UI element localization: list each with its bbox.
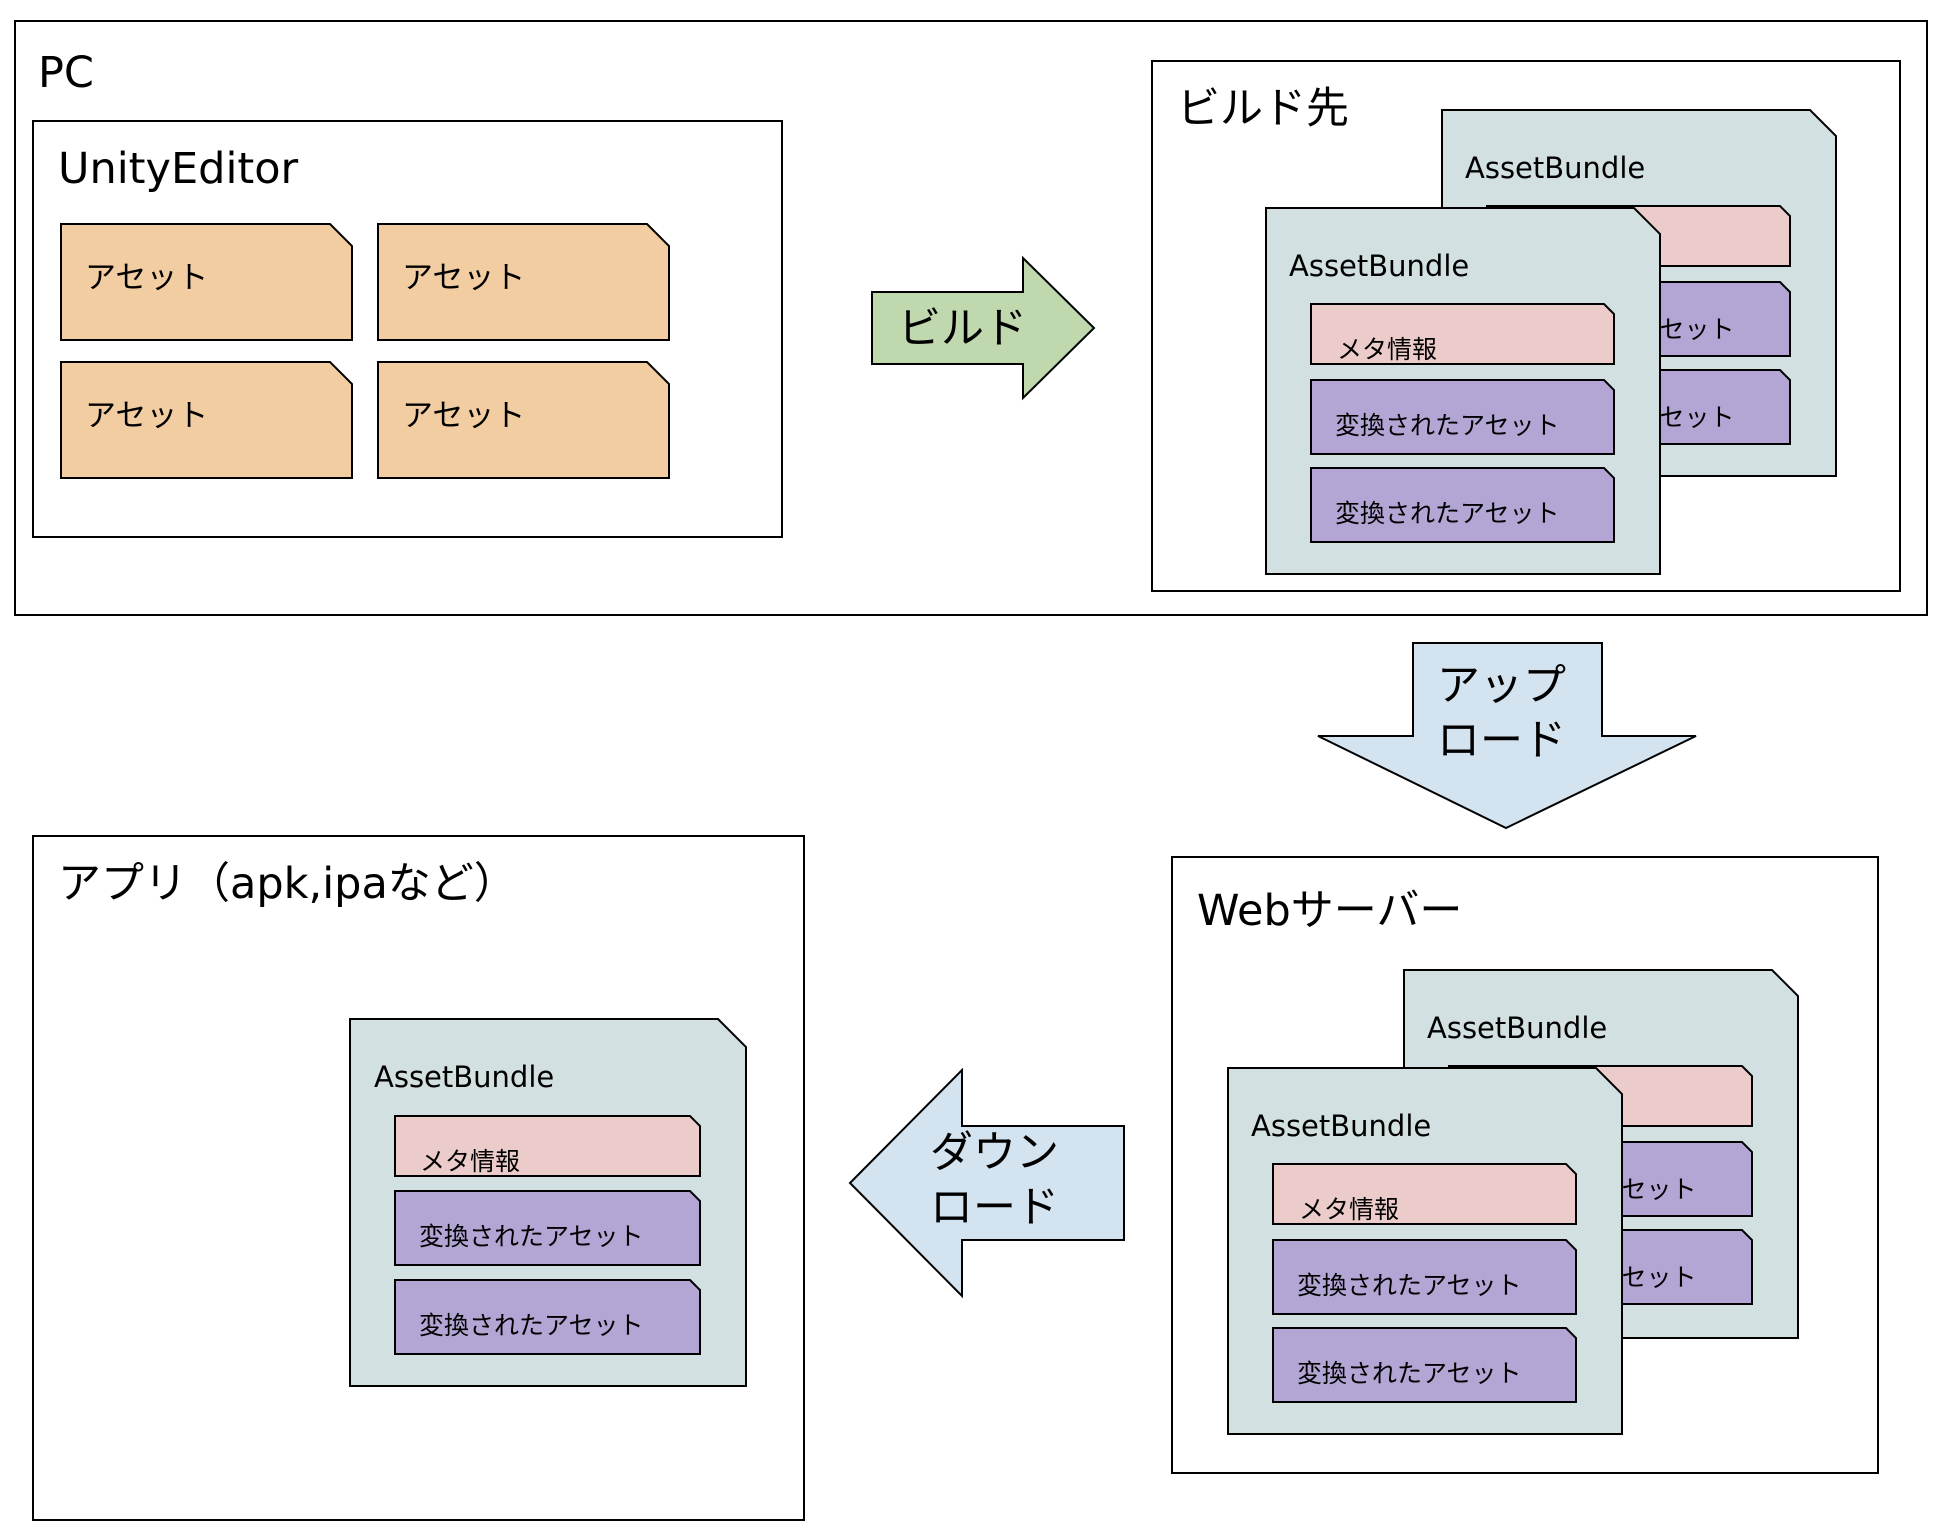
- asset-card-label: アセット: [85, 398, 208, 434]
- asset-bundle: AssetBundle メタ情報 変換されたアセット 変換されたアセット: [349, 1018, 747, 1387]
- meta-info-label: メタ情報: [1299, 1195, 1399, 1224]
- web-server-title: Webサーバー: [1197, 886, 1463, 936]
- meta-info-block: [394, 1115, 701, 1177]
- asset-card-1: アセット: [60, 223, 353, 341]
- download-arrow-label-line1: ダウン: [930, 1128, 1059, 1178]
- converted-asset-block: [1272, 1239, 1577, 1315]
- converted-asset-label: 変換されたアセット: [1335, 499, 1560, 528]
- asset-bundle-title: AssetBundle: [1289, 249, 1469, 283]
- meta-info-block: [1310, 303, 1615, 365]
- converted-asset-block: [1272, 1327, 1577, 1403]
- converted-asset-label: 変換されたアセット: [1297, 1359, 1522, 1388]
- pc-title: PC: [38, 48, 94, 98]
- converted-asset-label: 変換されたアセット: [1297, 1271, 1522, 1300]
- asset-bundle-title: AssetBundle: [1465, 151, 1645, 185]
- upload-arrow-label-line1: アップ: [1437, 661, 1566, 711]
- asset-card-label: アセット: [85, 260, 208, 296]
- asset-card-4: アセット: [377, 361, 670, 479]
- asset-bundle-title: AssetBundle: [1251, 1109, 1431, 1143]
- meta-info-block: [1272, 1163, 1577, 1225]
- converted-asset-label: 変換されたアセット: [1335, 411, 1560, 440]
- converted-asset-label: 変換されたアセット: [419, 1222, 644, 1251]
- asset-card-3: アセット: [60, 361, 353, 479]
- asset-bundle-title: AssetBundle: [1427, 1011, 1607, 1045]
- asset-card-label: アセット: [402, 398, 525, 434]
- asset-card-2: アセット: [377, 223, 670, 341]
- download-arrow-label-line2: ロード: [930, 1183, 1059, 1233]
- build-target-title: ビルド先: [1177, 84, 1349, 134]
- converted-asset-block: [1310, 467, 1615, 543]
- asset-bundle-title: AssetBundle: [374, 1060, 554, 1094]
- asset-bundle-front: AssetBundle メタ情報 変換されたアセット 変換されたアセット: [1227, 1067, 1623, 1435]
- unity-editor-title: UnityEditor: [58, 144, 299, 194]
- converted-asset-label: 変換されたアセット: [419, 1311, 644, 1340]
- meta-info-label: メタ情報: [1337, 335, 1437, 364]
- asset-bundle-front: AssetBundle メタ情報 変換されたアセット 変換されたアセット: [1265, 207, 1661, 575]
- build-arrow-label: ビルド: [898, 304, 1027, 354]
- asset-card-label: アセット: [402, 260, 525, 296]
- app-title: アプリ（apk,ipaなど）: [58, 859, 517, 909]
- converted-asset-block: [1310, 379, 1615, 455]
- upload-arrow-label-line2: ロード: [1437, 716, 1566, 766]
- converted-asset-block: [394, 1279, 701, 1355]
- meta-info-label: メタ情報: [420, 1147, 520, 1176]
- converted-asset-block: [394, 1190, 701, 1266]
